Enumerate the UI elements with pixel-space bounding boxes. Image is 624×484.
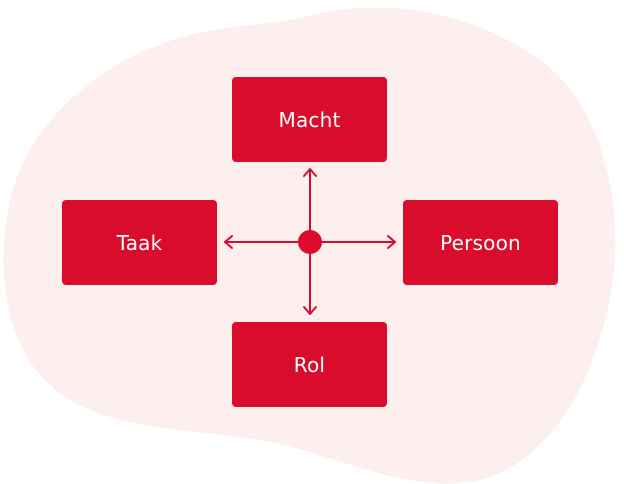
node-rol: Rol (232, 322, 387, 407)
arrow-down-head (303, 306, 317, 315)
center-dot (298, 230, 322, 254)
arrow-up-head (303, 168, 317, 177)
arrow-right-head (387, 235, 396, 249)
node-taak: Taak (62, 200, 217, 285)
arrow-left-head (224, 235, 233, 249)
node-macht: Macht (232, 77, 387, 162)
node-persoon: Persoon (403, 200, 558, 285)
